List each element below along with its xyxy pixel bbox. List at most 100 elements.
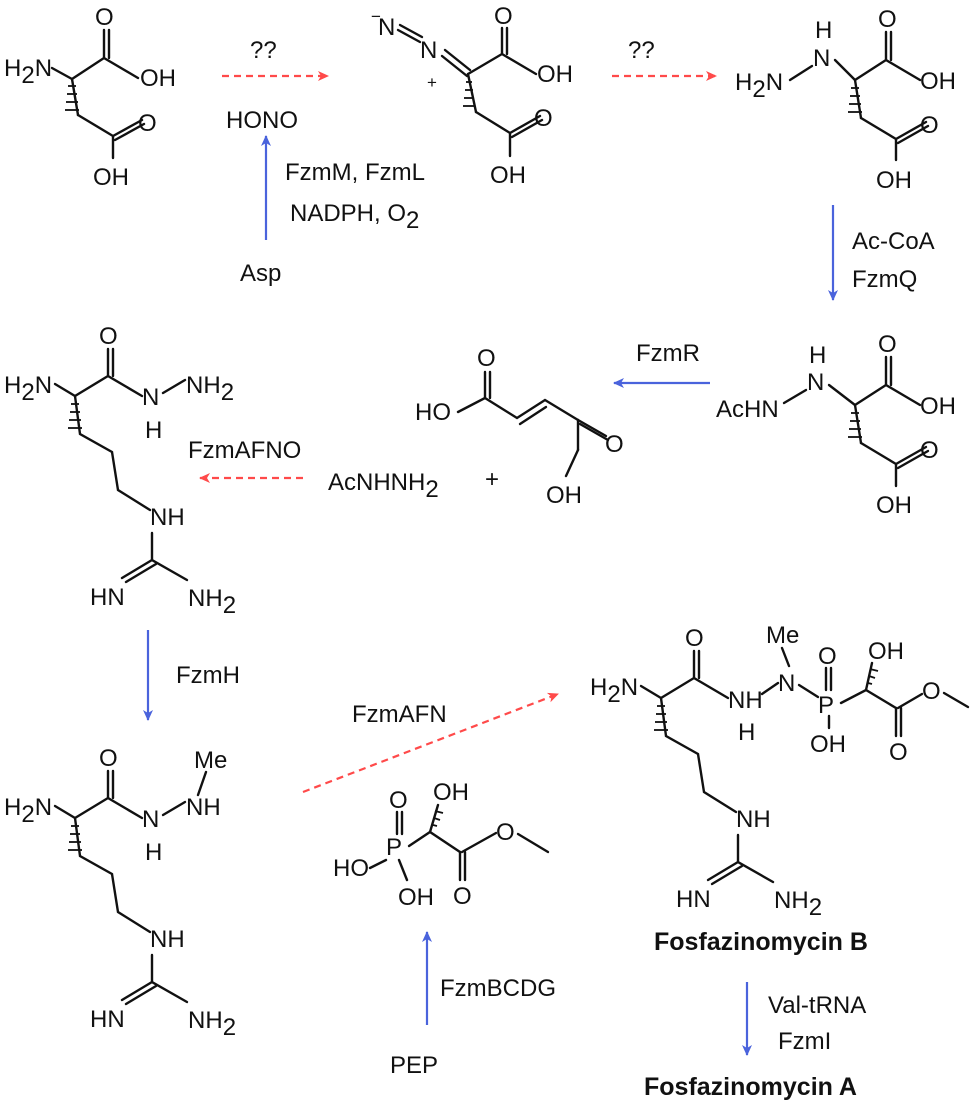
aspartate-structure: H2N O OH O OH <box>4 4 176 191</box>
unknown-step-1: ?? <box>250 37 277 64</box>
bond-line <box>639 684 663 700</box>
bond-line <box>896 692 924 710</box>
asp-label: Asp <box>240 260 281 287</box>
atom-label: 2 <box>607 681 620 708</box>
atom-label: H2N <box>4 372 52 406</box>
bond-line <box>510 118 544 139</box>
atom-label: H <box>4 372 21 399</box>
bond-line <box>894 120 928 141</box>
atom-label: N <box>35 372 52 399</box>
bond-line <box>368 858 388 870</box>
bond-line <box>760 681 780 696</box>
bond-line <box>73 347 110 398</box>
bond-line <box>788 64 814 82</box>
phosphonate-structure: HO P O OH OH O O <box>333 779 550 911</box>
atom-label: N <box>188 1007 205 1034</box>
imine-hn: HN <box>90 584 125 611</box>
atom-label: N <box>35 55 52 82</box>
bond-line <box>73 816 152 934</box>
bond-line <box>736 833 775 884</box>
hashed-wedge-bond <box>867 682 873 685</box>
val-trna-label: Val-tRNA <box>768 992 866 1019</box>
bond-line <box>896 449 930 470</box>
bond-line <box>161 378 187 395</box>
bond-line <box>396 28 422 44</box>
nadph-o2-label: NADPH, O2 <box>290 200 419 234</box>
ac-coa-label: Ac-CoA <box>852 228 935 255</box>
atom-label: NH2 <box>188 1007 236 1041</box>
guanidine-nh: NH <box>150 504 185 531</box>
side-chain-oh: OH <box>490 162 526 189</box>
bond-line <box>710 864 744 886</box>
terminal-n: N <box>378 14 395 41</box>
atom-label: N <box>774 887 791 914</box>
bond-line <box>659 649 696 700</box>
atom-label: H <box>4 794 21 821</box>
bond-line <box>516 832 550 854</box>
hashed-wedge-bond <box>433 817 441 821</box>
carbonyl-o: O <box>685 625 704 652</box>
side-chain-oh: OH <box>93 164 129 191</box>
imine-hn: HN <box>676 886 711 913</box>
bond-line <box>150 531 189 582</box>
guanidine-nh: NH <box>150 926 185 953</box>
side-chain-oh: OH <box>876 167 912 194</box>
atom-label: NH2 <box>774 887 822 921</box>
bond-line <box>578 422 610 442</box>
bond-line <box>833 58 857 82</box>
fumarate-o-top: O <box>477 345 496 372</box>
phosphonate-ho: HO <box>333 855 369 882</box>
bond-line <box>853 355 888 407</box>
hydrazinosuccinate-structure: H2N N H O OH O OH <box>735 6 956 194</box>
bond-line <box>120 980 154 1002</box>
bond-line <box>196 770 208 797</box>
bond-line <box>53 804 77 820</box>
bond-line <box>859 116 898 162</box>
bond-line <box>706 860 740 882</box>
atom-label: 2 <box>223 592 236 619</box>
methyl: Me <box>194 747 227 774</box>
pep-label: PEP <box>390 1052 438 1079</box>
hashed-wedge-bond <box>869 668 879 672</box>
hydrazide-h: H <box>145 839 162 866</box>
acid-oh: OH <box>140 65 176 92</box>
diazonium-structure: N − N + O OH O OH <box>371 3 573 189</box>
fzmm-fzml-label: FzmM, FzmL <box>285 159 425 186</box>
bond-line <box>53 382 77 398</box>
bond-line <box>460 831 498 854</box>
phosphonate-oh: OH <box>398 884 434 911</box>
atom-label: H <box>590 674 607 701</box>
bond-line <box>859 441 898 488</box>
hydrazide-n: N <box>142 384 159 411</box>
bond-line <box>782 388 808 405</box>
bond-line <box>440 54 469 78</box>
hono-label: HONO <box>226 107 298 134</box>
hydrazine-h: H <box>815 17 832 44</box>
bond-line <box>50 66 74 81</box>
acetylhydrazinosuccinate-structure: AcHN N H O OH O OH <box>716 331 956 519</box>
atom-label: H2N <box>4 794 52 828</box>
bond-line <box>853 30 888 82</box>
bond-line <box>124 562 158 584</box>
bond-line <box>780 646 791 668</box>
fzmafn-label: FzmAFN <box>352 701 447 728</box>
side-chain-oh: OH <box>876 492 912 519</box>
hydrazine-n: N <box>807 369 824 396</box>
plus-charge: + <box>427 73 437 92</box>
hydroxyl-oh: OH <box>433 779 469 806</box>
bond-line <box>407 830 462 854</box>
ester-o: O <box>922 678 941 705</box>
atom-label: 2 <box>406 207 419 234</box>
guanidine-nh: NH <box>736 806 771 833</box>
side-chain-o: O <box>534 105 553 132</box>
acid-oh: OH <box>537 61 573 88</box>
phosphonate-oh: OH <box>810 731 846 758</box>
methyl-n: N <box>778 670 795 697</box>
bond-line <box>576 418 608 438</box>
atom-label: 2 <box>809 894 822 921</box>
atom-label: N <box>186 372 203 399</box>
hydrazide-h: H <box>738 719 755 746</box>
ester-carbonyl-o: O <box>889 739 908 766</box>
atom-label: H2N <box>4 55 52 89</box>
bond-line <box>73 394 152 512</box>
